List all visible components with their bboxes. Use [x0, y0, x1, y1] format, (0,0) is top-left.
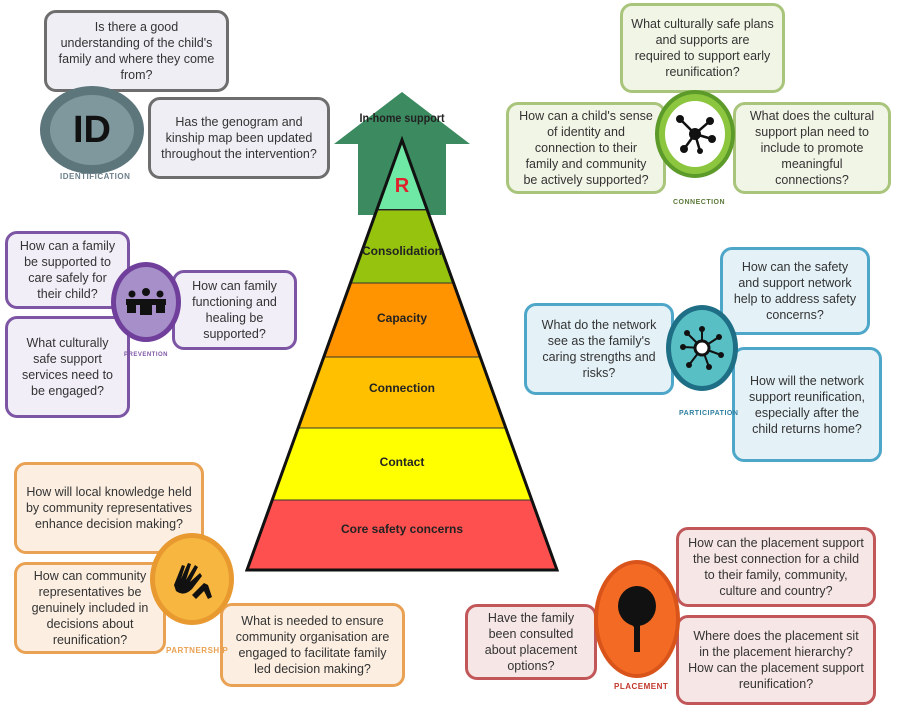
prevention-question: What culturally safe support services ne… [5, 316, 130, 418]
prevention-question: How can a family be supported to care sa… [5, 231, 130, 309]
partnership-label: PARTNERSHIP [166, 646, 229, 655]
connection-label: CONNECTION [673, 199, 726, 206]
participation-question: How will the network support reunificati… [732, 347, 882, 462]
participation-network-icon [666, 305, 738, 391]
identification-question: Is there a good understanding of the chi… [44, 10, 229, 92]
identification-question: Has the genogram and kinship map been up… [148, 97, 330, 179]
participation-label: PARTICIPATION [679, 410, 739, 417]
placement-label: PLACEMENT [614, 682, 669, 691]
level-connection-label: Connection [369, 381, 435, 395]
placement-question: Where does the placement sit in the plac… [676, 615, 876, 705]
connection-question: How can a child's sense of identity and … [506, 102, 666, 194]
hands-icon [150, 533, 234, 625]
level-contact-label: Contact [380, 455, 425, 469]
partnership-question: How can community representatives be gen… [14, 562, 166, 654]
prevention-label: PREVENTION [124, 352, 169, 358]
level-consolidation-label: Consolidation [362, 244, 442, 258]
connection-question: What culturally safe plans and supports … [620, 3, 785, 93]
prevention-question: How can family functioning and healing b… [172, 270, 297, 350]
network-nodes-icon [655, 90, 735, 178]
in-home-support-label: In-home support [359, 113, 444, 126]
level-capacity-label: Capacity [377, 311, 427, 325]
participation-question: What do the network see as the family's … [524, 303, 674, 395]
tree-icon [594, 560, 680, 678]
connection-question: What does the cultural support plan need… [733, 102, 891, 194]
partnership-question: What is needed to ensure community organ… [220, 603, 405, 687]
id-icon-text: ID [73, 108, 111, 151]
participation-question: How can the safety and support network h… [720, 247, 870, 335]
placement-question: How can the placement support the best c… [676, 527, 876, 607]
identification-label: IDENTIFICATION [60, 172, 131, 181]
level-core-safety-label: Core safety concerns [341, 522, 463, 536]
family-group-icon [111, 262, 181, 342]
level-r-label: R [395, 175, 410, 197]
placement-question: Have the family been consulted about pla… [465, 604, 597, 680]
identification-icon: ID [40, 86, 144, 174]
